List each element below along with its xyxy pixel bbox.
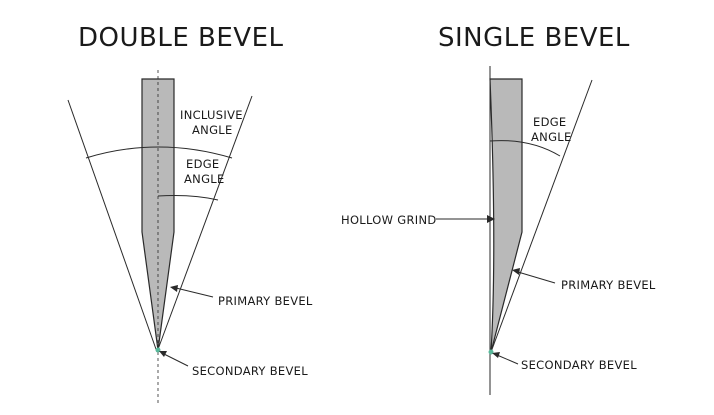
edge-angle-label-line2: ANGLE <box>184 172 225 186</box>
secondary-bevel-arrowhead <box>159 351 167 357</box>
single-edge-angle-arc <box>489 140 561 157</box>
double-bevel-title: DOUBLE BEVEL <box>78 23 284 53</box>
single-secondary-bevel-leader <box>496 354 519 365</box>
inclusive-angle-line-right <box>156 95 253 353</box>
primary-bevel-label: PRIMARY BEVEL <box>218 294 313 308</box>
single-secondary-bevel-marker <box>488 349 494 355</box>
secondary-bevel-label: SECONDARY BEVEL <box>192 364 308 378</box>
single-secondary-bevel-label: SECONDARY BEVEL <box>521 358 637 372</box>
primary-bevel-leader <box>175 287 214 298</box>
inclusive-label-line2: ANGLE <box>192 123 233 137</box>
double-bevel-panel: DOUBLE BEVEL INCLUSIVE ANGLE EDGE ANGLE … <box>67 23 313 404</box>
single-primary-bevel-label: PRIMARY BEVEL <box>561 278 656 292</box>
single-bevel-title: SINGLE BEVEL <box>438 23 630 53</box>
hollow-grind-arrowhead <box>487 215 495 223</box>
primary-bevel-arrowhead <box>170 285 178 292</box>
inclusive-label-line1: INCLUSIVE <box>180 108 243 122</box>
edge-angle-label-line1: EDGE <box>186 157 220 171</box>
single-edge-angle-line <box>490 79 593 353</box>
single-primary-bevel-arrowhead <box>512 268 520 275</box>
single-secondary-bevel-arrowhead <box>492 352 500 358</box>
hollow-grind-label: HOLLOW GRIND <box>341 213 437 227</box>
inclusive-angle-line-left <box>67 99 158 353</box>
single-bevel-panel: SINGLE BEVEL EDGE ANGLE HOLLOW GRIND PRI… <box>341 23 656 395</box>
inclusive-angle-arc <box>85 146 233 159</box>
single-edge-angle-label-line1: EDGE <box>533 115 567 129</box>
single-primary-bevel-leader <box>517 271 556 284</box>
edge-angle-arc <box>157 195 219 201</box>
secondary-bevel-leader <box>163 353 189 367</box>
single-edge-angle-label-line2: ANGLE <box>531 130 572 144</box>
